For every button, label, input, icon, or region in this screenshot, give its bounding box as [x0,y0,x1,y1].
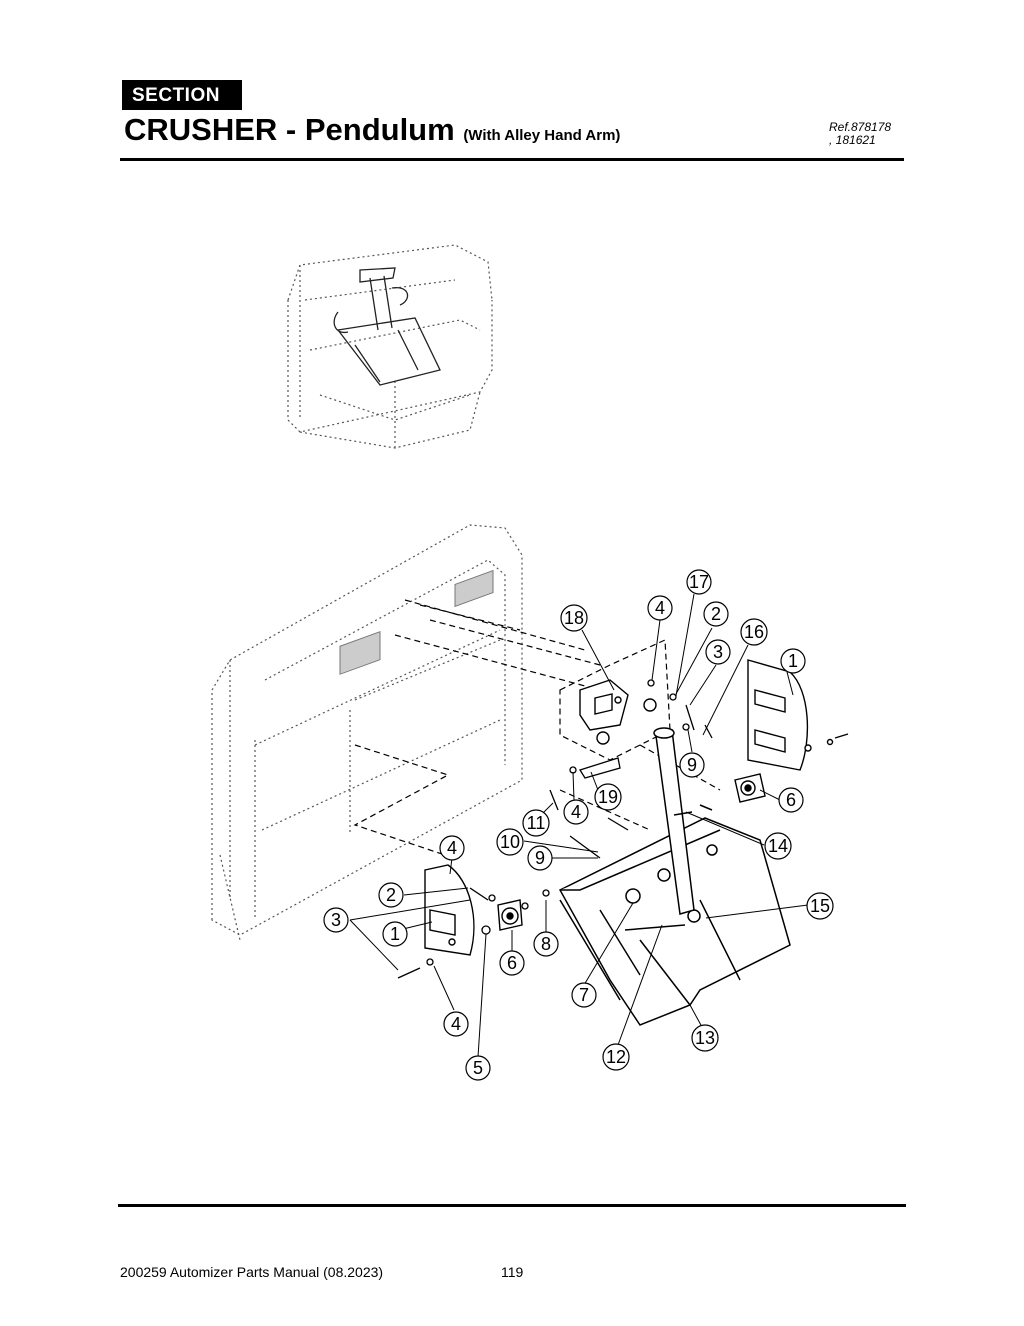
callout-9: 9 [527,845,553,871]
callout-6: 6 [778,787,804,813]
callout-4: 4 [443,1011,469,1037]
bearing-left [497,899,523,931]
callout-1: 1 [780,648,806,674]
overview-illustration [287,244,493,449]
svg-text:7: 7 [579,985,589,1005]
bracket-assembly [579,679,657,745]
svg-text:14: 14 [768,836,788,856]
side-plate-right [747,659,849,771]
ref-line-2: , 181621 [829,133,876,147]
svg-text:8: 8 [541,934,551,954]
callout-2: 2 [378,882,404,908]
callout-2: 2 [703,601,729,627]
callout-7: 7 [571,982,597,1008]
reference-numbers: Ref.878178 , 181621 [829,121,891,147]
footer-rule [118,1204,906,1207]
callout-15: 15 [806,892,834,920]
side-plate-left [424,864,475,956]
callout-4: 4 [647,595,673,621]
section-label: SECTION 1 [122,80,242,137]
bearing-right [734,773,766,803]
svg-text:9: 9 [535,848,545,868]
header-rule [120,158,904,161]
page-number: 119 [501,1264,524,1280]
svg-text:4: 4 [451,1014,461,1034]
svg-text:12: 12 [606,1047,626,1067]
callouts: 17 4 2 18 16 3 1 9 19 4 6 11 14 10 4 9 1… [323,569,834,1081]
callout-16: 16 [740,618,768,646]
pendulum-arm [653,727,713,915]
svg-text:2: 2 [711,604,721,624]
svg-text:6: 6 [507,953,517,973]
svg-text:5: 5 [473,1058,483,1078]
svg-text:6: 6 [786,790,796,810]
svg-text:19: 19 [598,787,618,807]
svg-text:3: 3 [331,910,341,930]
svg-text:1: 1 [390,924,400,944]
manual-title: 200259 Automizer Parts Manual (08.2023) [120,1264,384,1280]
svg-text:4: 4 [655,598,665,618]
svg-text:16: 16 [744,622,764,642]
callout-6: 6 [499,950,525,976]
svg-text:15: 15 [810,896,830,916]
callout-5: 5 [465,1055,491,1081]
callout-1: 1 [382,921,408,947]
svg-text:18: 18 [564,608,584,628]
callout-4: 4 [563,799,589,825]
svg-text:3: 3 [713,642,723,662]
callout-17: 17 [686,569,712,595]
callout-19: 19 [594,783,622,811]
ref-line-1: Ref.878178 [829,120,892,134]
svg-text:11: 11 [527,813,546,833]
svg-text:4: 4 [447,838,457,858]
callout-8: 8 [533,931,559,957]
callout-4: 4 [439,835,465,861]
callout-14: 14 [764,832,792,860]
callout-18: 18 [560,604,588,632]
frame-outline [211,524,523,941]
overview-pendulum [333,267,441,386]
page-title: CRUSHER - Pendulum (With Alley Hand Arm) [124,112,620,148]
svg-text:10: 10 [500,832,520,852]
svg-text:2: 2 [386,885,396,905]
title-subtitle: (With Alley Hand Arm) [463,127,621,144]
svg-text:13: 13 [695,1028,715,1048]
svg-text:1: 1 [788,651,798,671]
callout-12: 12 [602,1043,630,1071]
callout-9: 9 [679,752,705,778]
svg-text:9: 9 [687,755,697,775]
svg-text:17: 17 [689,572,709,592]
callout-11: 11 [522,809,550,837]
callout-10: 10 [496,828,524,856]
callout-13: 13 [691,1024,719,1052]
callout-3: 3 [323,907,349,933]
svg-text:4: 4 [571,802,581,822]
frame-grilles [339,569,494,675]
title-main: CRUSHER - Pendulum [124,112,455,147]
callout-3: 3 [705,639,731,665]
